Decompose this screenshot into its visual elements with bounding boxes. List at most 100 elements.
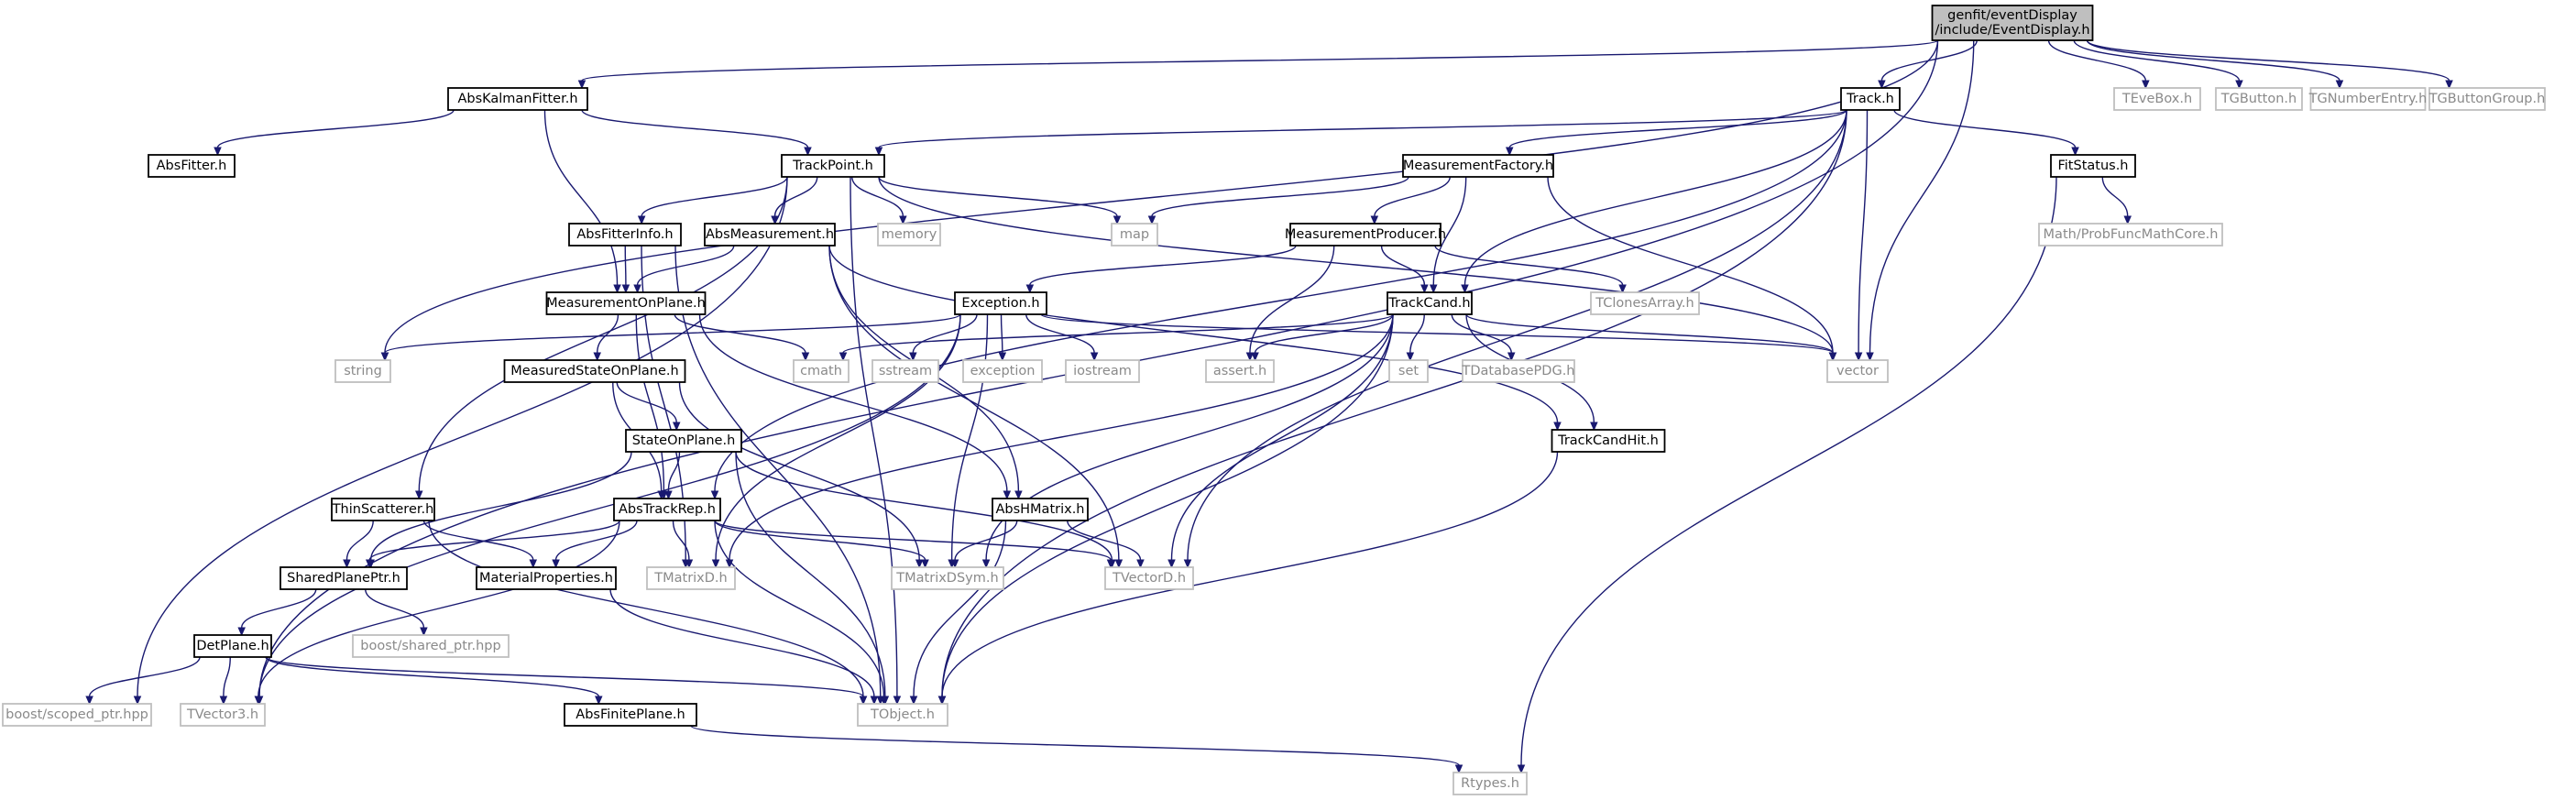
edge-trackpoint-to-tobject bbox=[850, 176, 902, 706]
node-tgbutton: TGButton.h bbox=[2215, 87, 2303, 111]
node-label: memory bbox=[882, 227, 937, 242]
node-label: set bbox=[1398, 364, 1419, 378]
edge-measfactory-to-vector bbox=[1547, 176, 1837, 362]
node-map: map bbox=[1111, 223, 1158, 247]
node-label: TGButtonGroup.h bbox=[2428, 92, 2546, 106]
node-absfitter[interactable]: AbsFitter.h bbox=[148, 154, 236, 178]
edge-abshmatrix-to-tobject bbox=[909, 520, 1007, 706]
edge-stateonplane-to-abstrackrep bbox=[664, 451, 681, 500]
node-label: TEveBox.h bbox=[2121, 92, 2192, 106]
node-sharedplane[interactable]: SharedPlanePtr.h bbox=[280, 566, 408, 590]
node-abskalman[interactable]: AbsKalmanFitter.h bbox=[447, 87, 588, 111]
node-label: SharedPlanePtr.h bbox=[287, 571, 400, 586]
edge-materialprops-to-tobject bbox=[609, 588, 879, 706]
node-label: StateOnPlane.h bbox=[632, 433, 736, 448]
node-track[interactable]: Track.h bbox=[1840, 87, 1901, 111]
node-label: TrackCand.h bbox=[1387, 296, 1470, 311]
node-eventdisplay[interactable]: genfit/eventDisplay/include/EventDisplay… bbox=[1931, 5, 2094, 41]
node-trackpoint[interactable]: TrackPoint.h bbox=[781, 154, 885, 178]
node-label: AbsFitterInfo.h bbox=[576, 227, 673, 242]
node-label: TrackPoint.h bbox=[792, 159, 873, 173]
node-label: TVectorD.h bbox=[1112, 571, 1186, 586]
node-measstate[interactable]: MeasuredStateOnPlane.h bbox=[503, 359, 686, 383]
node-label: AbsTrackRep.h bbox=[619, 502, 716, 517]
node-trackcandhit[interactable]: TrackCandHit.h bbox=[1551, 429, 1666, 453]
node-label: MeasuredStateOnPlane.h bbox=[510, 364, 678, 378]
node-label: DetPlane.h bbox=[196, 639, 269, 653]
edge-measproducer-to-exception bbox=[1025, 245, 1297, 294]
node-boostshared: boost/shared_ptr.hpp bbox=[352, 634, 510, 658]
node-fitstatus[interactable]: FitStatus.h bbox=[2050, 154, 2136, 178]
node-detplane[interactable]: DetPlane.h bbox=[193, 634, 272, 658]
edge-eventdisplay-to-tgnumber bbox=[2086, 39, 2344, 90]
node-label: exception bbox=[970, 364, 1036, 378]
edge-detplane-to-boostscoped bbox=[85, 656, 201, 706]
node-exception[interactable]: Exception.h bbox=[954, 291, 1047, 315]
node-label: AbsMeasurement.h bbox=[706, 227, 834, 242]
node-label: Rtypes.h bbox=[1461, 776, 1519, 791]
node-string: string bbox=[334, 359, 391, 383]
node-thinscatterer[interactable]: ThinScatterer.h bbox=[331, 498, 435, 521]
node-tmatrixdsym: TMatrixDSym.h bbox=[891, 566, 1004, 590]
node-label: boost/scoped_ptr.hpp bbox=[5, 707, 148, 722]
node-label: string bbox=[344, 364, 382, 378]
node-abshmatrix[interactable]: AbsHMatrix.h bbox=[992, 498, 1089, 521]
edge-measfactory-to-map bbox=[1147, 176, 1409, 225]
edge-trackpoint-to-boostscoped bbox=[133, 176, 788, 706]
edge-exception-to-iostream bbox=[1025, 313, 1099, 362]
edge-trackcand-to-tvectord bbox=[1167, 313, 1394, 569]
edge-track-to-abstrackrep bbox=[710, 109, 1847, 500]
node-measfactory[interactable]: MeasurementFactory.h bbox=[1402, 154, 1554, 178]
edge-absmeas-to-measonplane bbox=[633, 245, 735, 294]
node-sstream: sstream bbox=[871, 359, 939, 383]
node-set: set bbox=[1388, 359, 1429, 383]
node-tvector3: TVector3.h bbox=[180, 703, 266, 727]
edge-trackcand-to-vector bbox=[1465, 313, 1837, 362]
node-label: TObject.h bbox=[870, 707, 935, 722]
node-materialprops[interactable]: MaterialProperties.h bbox=[476, 566, 617, 590]
node-label: AbsFitter.h bbox=[157, 159, 227, 173]
node-boostscoped: boost/scoped_ptr.hpp bbox=[2, 703, 152, 727]
node-label: cmath bbox=[800, 364, 842, 378]
node-label: boost/shared_ptr.hpp bbox=[360, 639, 500, 653]
edge-thinscatterer-to-sharedplane bbox=[343, 520, 374, 569]
node-label: AbsKalmanFitter.h bbox=[457, 92, 577, 106]
node-measproducer[interactable]: MeasurementProducer.h bbox=[1285, 223, 1446, 247]
edge-abstrackrep-to-tmatrixdsym bbox=[714, 520, 929, 569]
node-stateonplane[interactable]: StateOnPlane.h bbox=[625, 429, 742, 453]
node-absfitterinfo[interactable]: AbsFitterInfo.h bbox=[568, 223, 682, 247]
node-label: /include/EventDisplay.h bbox=[1935, 23, 2089, 38]
edge-measonplane-to-cmath bbox=[674, 313, 810, 362]
node-label: MeasurementFactory.h bbox=[1403, 159, 1553, 173]
edge-abskalman-to-trackpoint bbox=[581, 109, 812, 157]
node-measonplane[interactable]: MeasurementOnPlane.h bbox=[545, 291, 707, 315]
edge-fitstatus-to-rtypes bbox=[1517, 176, 2057, 774]
node-label: Exception.h bbox=[961, 296, 1039, 311]
edge-track-to-trackpoint bbox=[874, 109, 1847, 157]
edge-abstrackrep-to-sharedplane bbox=[365, 520, 620, 569]
edge-exception-to-exceptionstd bbox=[998, 313, 1007, 362]
edge-trackcand-to-set bbox=[1406, 313, 1425, 362]
node-tobject: TObject.h bbox=[857, 703, 948, 727]
node-absmeas[interactable]: AbsMeasurement.h bbox=[704, 223, 836, 247]
edge-exception-to-tmatrixdsym bbox=[948, 313, 989, 569]
node-label: TMatrixD.h bbox=[653, 571, 727, 586]
dependency-edges bbox=[85, 39, 2453, 774]
edge-trackpoint-to-map bbox=[878, 176, 1122, 225]
edge-measfactory-to-measproducer bbox=[1370, 176, 1451, 225]
edge-track-to-fitstatus bbox=[1893, 109, 2079, 157]
edge-eventdisplay-to-track bbox=[1878, 39, 1978, 90]
edge-detplane-to-tvector3 bbox=[219, 656, 231, 706]
node-label: AbsHMatrix.h bbox=[995, 502, 1084, 517]
edge-eventdisplay-to-teve bbox=[2047, 39, 2150, 90]
edge-measproducer-to-trackcand bbox=[1380, 245, 1429, 294]
node-absfinite[interactable]: AbsFinitePlane.h bbox=[564, 703, 697, 727]
edge-trackcand-to-tdatabase bbox=[1451, 313, 1516, 362]
node-label: genfit/eventDisplay bbox=[1947, 8, 2077, 23]
edge-thinscatterer-to-materialprops bbox=[422, 520, 538, 569]
node-abstrackrep[interactable]: AbsTrackRep.h bbox=[613, 498, 721, 521]
edge-measstate-to-stateonplane bbox=[616, 381, 681, 432]
node-label: MeasurementProducer.h bbox=[1285, 227, 1446, 242]
node-trackcand[interactable]: TrackCand.h bbox=[1387, 291, 1473, 315]
node-label: assert.h bbox=[1213, 364, 1266, 378]
